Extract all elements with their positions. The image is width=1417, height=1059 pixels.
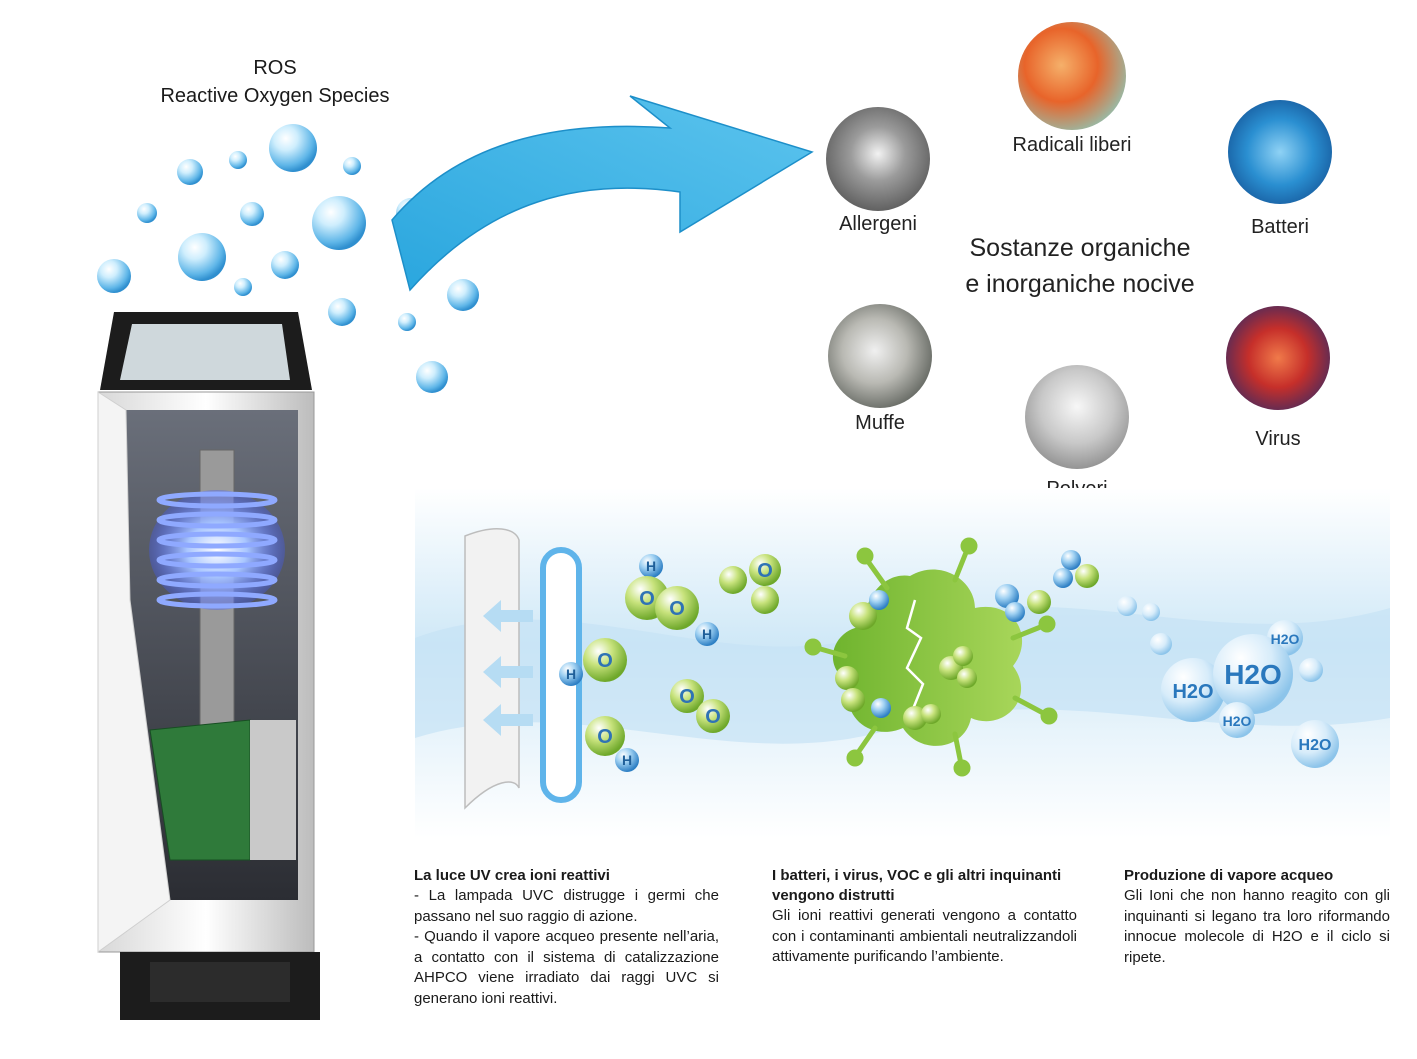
- muffe-image: [828, 304, 932, 408]
- ros-bubbles: [97, 124, 479, 393]
- harmful-title-line1: Sostanze organiche: [969, 234, 1191, 262]
- bubble: [177, 159, 203, 185]
- bubble: [312, 196, 366, 250]
- bubble: [398, 313, 416, 331]
- ion-h-label: H: [702, 626, 712, 642]
- column-vapor: Produzione di vapore acqueo Gli Ioni che…: [1124, 866, 1390, 968]
- h2o-label: H2O: [1223, 713, 1252, 729]
- ion-o-label: O: [679, 686, 695, 708]
- h2o-label: H2O: [1299, 737, 1332, 754]
- h2o-label: H2O: [1172, 681, 1213, 703]
- muffe-label: Muffe: [855, 412, 905, 434]
- ion-o-label: O: [705, 706, 721, 728]
- bubble: [240, 202, 264, 226]
- polveri-image: [1025, 365, 1129, 469]
- radicali-label: Radicali liberi: [1012, 134, 1132, 156]
- bubble: [178, 233, 226, 281]
- ion-o-label: O: [669, 598, 685, 620]
- process-illustration: H H H H O O O O O O O: [415, 488, 1390, 838]
- harmful-title-line2: e inorganiche nocive: [965, 270, 1195, 298]
- h2o-labels: H2O H2O H2O H2O H2O: [1172, 631, 1331, 754]
- bubble: [343, 157, 361, 175]
- ion-o-label: O: [757, 560, 773, 582]
- bubble: [416, 361, 448, 393]
- ion-o-labels-1: O O O O O O O: [597, 560, 773, 748]
- column-vapor-text: Gli Ioni che non hanno reagito con gli i…: [1124, 887, 1390, 966]
- ion-h-label: H: [622, 752, 632, 768]
- virus-label: Virus: [1255, 428, 1301, 450]
- column-vapor-heading: Produzione di vapore acqueo: [1124, 867, 1334, 884]
- air-purifier-device: [97, 312, 320, 1020]
- virus-image: [1226, 306, 1330, 410]
- harmful-title: Sostanze organiche e inorganiche nocive: [930, 230, 1230, 302]
- allergeni-label: Allergeni: [839, 213, 917, 235]
- column-uv-light: La luce UV crea ioni reattivi - La lampa…: [414, 866, 719, 1009]
- ion-cluster-2: [835, 550, 1099, 730]
- ion-h-label: H: [646, 558, 656, 574]
- ion-labels-1: H H H H: [566, 558, 712, 768]
- ros-abbrev: ROS: [253, 57, 297, 79]
- ros-title: ROS Reactive Oxygen Species: [120, 54, 430, 110]
- h2o-label: H2O: [1271, 631, 1300, 647]
- bubble: [447, 279, 479, 311]
- column-uv-heading: La luce UV crea ioni reattivi: [414, 867, 610, 884]
- bubble: [137, 203, 157, 223]
- bubble: [271, 251, 299, 279]
- ion-cluster-1: [559, 554, 781, 772]
- batteri-image: [1228, 100, 1332, 204]
- bubble: [328, 298, 356, 326]
- column-uv-text-1: - La lampada UVC distrugge i germi che p…: [414, 887, 719, 925]
- bubble: [229, 151, 247, 169]
- column-pollutants: I batteri, i virus, VOC e gli altri inqu…: [772, 866, 1077, 968]
- ion-o-label: O: [597, 650, 613, 672]
- flow-arrow: [391, 95, 814, 292]
- bubble: [97, 259, 131, 293]
- h2o-label: H2O: [1224, 659, 1282, 690]
- column-pollutants-text: Gli ioni reattivi generati vengono a con…: [772, 907, 1077, 965]
- batteri-label: Batteri: [1251, 216, 1309, 238]
- h2o-molecules: [1117, 596, 1339, 768]
- ion-o-label: O: [639, 588, 655, 610]
- bubble-group: [97, 124, 479, 393]
- allergeni-image: [826, 107, 930, 211]
- column-pollutants-heading: I batteri, i virus, VOC e gli altri inqu…: [772, 867, 1062, 904]
- column-uv-text-2: - Quando il vapore acqueo presente nell’…: [414, 928, 719, 1007]
- ion-h-label: H: [566, 666, 576, 682]
- ros-fullname: Reactive Oxygen Species: [160, 85, 390, 107]
- airflow-arrows: [483, 600, 533, 736]
- bubble: [269, 124, 317, 172]
- radicali-image: [1018, 22, 1126, 130]
- bubble: [234, 278, 252, 296]
- ion-o-label: O: [597, 726, 613, 748]
